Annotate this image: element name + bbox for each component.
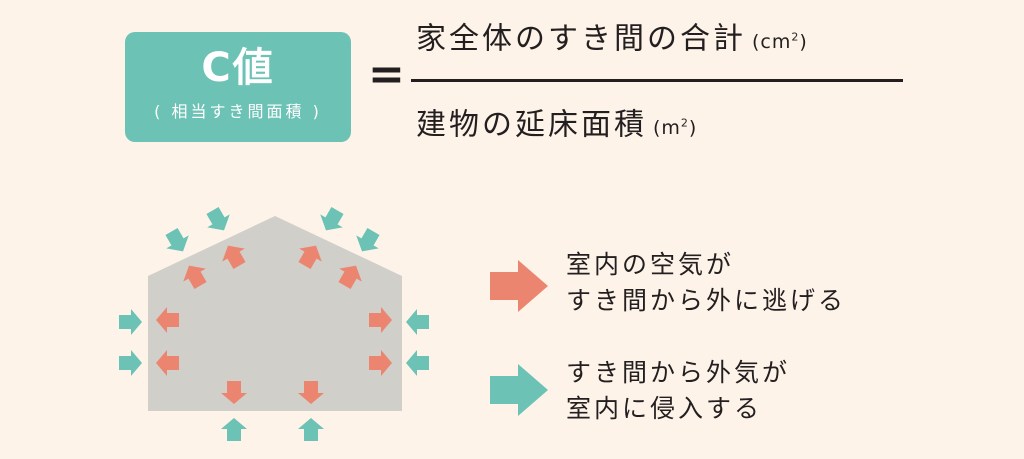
inflow-arrow-0 [119,309,142,335]
denominator-text: 建物の延床面積 [416,107,647,143]
denominator-unit: (m2) [653,117,698,140]
inflow-arrow-5 [298,418,324,441]
numerator-unit: (cm2) [752,31,808,54]
inflow-legend-line1: すき間から外気が [566,358,791,387]
outflow-legend-text: 室内の空気が すき間から外に逃げる [566,247,846,319]
inflow-arrow-2 [406,309,429,335]
inflow-arrow-4 [221,418,247,441]
inflow-arrow-3 [406,350,429,376]
fraction-line [411,79,903,82]
inflow-arrow-8 [314,203,349,237]
inflow-arrow-9 [350,224,385,258]
inflow-legend-line2: 室内に侵入する [566,394,763,423]
badge-title: C値 [201,45,275,91]
badge-subtitle: ( 相当すき間面積 ) [154,102,322,121]
formula-numerator: 家全体のすき間の合計 (cm2) [416,18,808,62]
house-shape [148,216,402,411]
c-value-badge: C値 ( 相当すき間面積 ) [125,32,351,142]
outflow-legend-line2: すき間から外に逃げる [566,286,847,315]
inflow-legend-text: すき間から外気が 室内に侵入する [566,355,790,427]
numerator-text: 家全体のすき間の合計 [416,21,746,57]
outflow-legend-arrow [490,260,548,312]
inflow-arrow-6 [160,224,195,258]
formula-denominator: 建物の延床面積 (m2) [416,104,697,148]
inflow-arrow-7 [201,203,236,237]
house-airflow-diagram [119,203,429,441]
inflow-legend-arrow [490,364,548,416]
outflow-legend-line1: 室内の空気が [566,250,735,279]
inflow-arrow-1 [119,350,142,376]
equals-sign: = [368,49,405,100]
